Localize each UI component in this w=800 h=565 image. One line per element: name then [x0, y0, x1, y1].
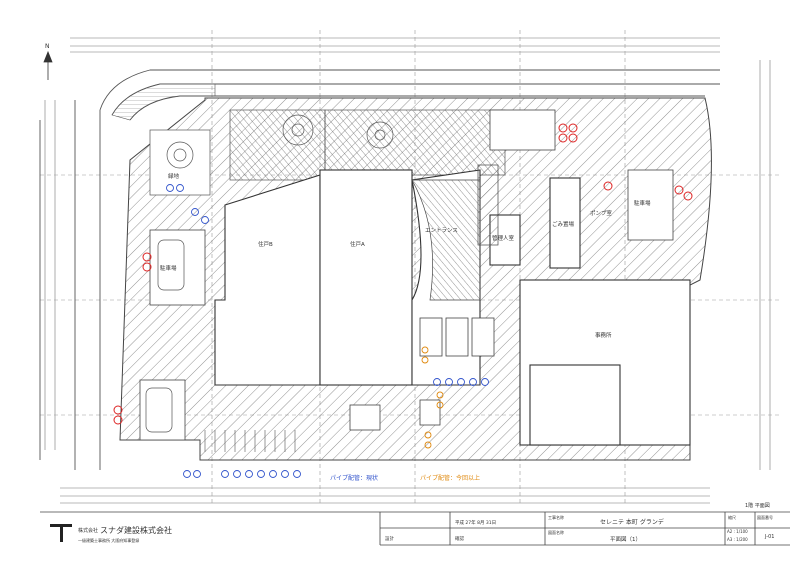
check-label: 確認 — [455, 535, 464, 542]
sheet-label: 図面番号 — [757, 514, 773, 520]
north-mark: N — [45, 43, 50, 50]
company-name: スナダ建設株式会社 — [100, 525, 172, 535]
utility-rooms — [349, 317, 495, 431]
drawing-name: 平面図（1） — [610, 536, 641, 543]
stair-core — [411, 179, 481, 301]
orange-pipe-markers — [421, 346, 444, 449]
legend-upgrade: パイプ配管：今回以上 — [420, 474, 480, 482]
drawing-label: 図面名称 — [548, 529, 564, 535]
deck-strip — [229, 109, 326, 181]
elevator-box — [477, 164, 499, 246]
room-label-unit-a: 住戸A — [350, 240, 365, 248]
garden-zone — [149, 129, 211, 196]
project-name: セレニテ 本町 グランデ — [600, 518, 664, 526]
sheet-no: J-01 — [764, 534, 774, 540]
project-label: 工事名称 — [548, 514, 564, 520]
room-label-unit-b: 住戸B — [258, 240, 273, 248]
company-prefix: 株式会社 — [78, 527, 98, 534]
room-label-office: 事務所 — [595, 331, 612, 339]
company-logo-icon — [50, 524, 72, 542]
room-label-garden: 緑地 — [168, 172, 180, 180]
date-text: 平成 27年 8月 31日 — [455, 519, 496, 526]
room-label-lobby: エントランス — [425, 227, 458, 234]
north-arrow-icon — [43, 50, 53, 80]
room-label-pump: ポンプ室 — [590, 209, 612, 217]
company-sub: 一級建築士事務所 大阪府知事登録 — [78, 537, 139, 543]
design-label: 設計 — [385, 535, 394, 542]
red-pipe-markers — [113, 123, 693, 425]
blue-pipe-markers — [166, 184, 489, 478]
scale-a2: A2 : 1/100 — [727, 529, 748, 534]
room-label-parking-2: 駐車場 — [634, 199, 651, 207]
room-label-parking-1: 駐車場 — [160, 264, 177, 272]
room-label-trash: ごみ置場 — [552, 220, 575, 228]
deck-strip-2 — [324, 109, 506, 176]
scale-a3: A3 : 1/200 — [727, 537, 748, 542]
scale-label: 縮尺 — [728, 514, 736, 520]
parking-stall-right — [627, 169, 674, 241]
bicycle-rack — [204, 430, 296, 452]
floor-caption: 1階 平面図 — [745, 502, 770, 509]
room-label-management: 管理人室 — [492, 234, 515, 242]
legend-existing: パイプ配管：現状 — [330, 474, 378, 482]
parking-stall-top — [489, 109, 556, 151]
title-block — [40, 511, 790, 546]
curb-hatch — [111, 83, 216, 121]
